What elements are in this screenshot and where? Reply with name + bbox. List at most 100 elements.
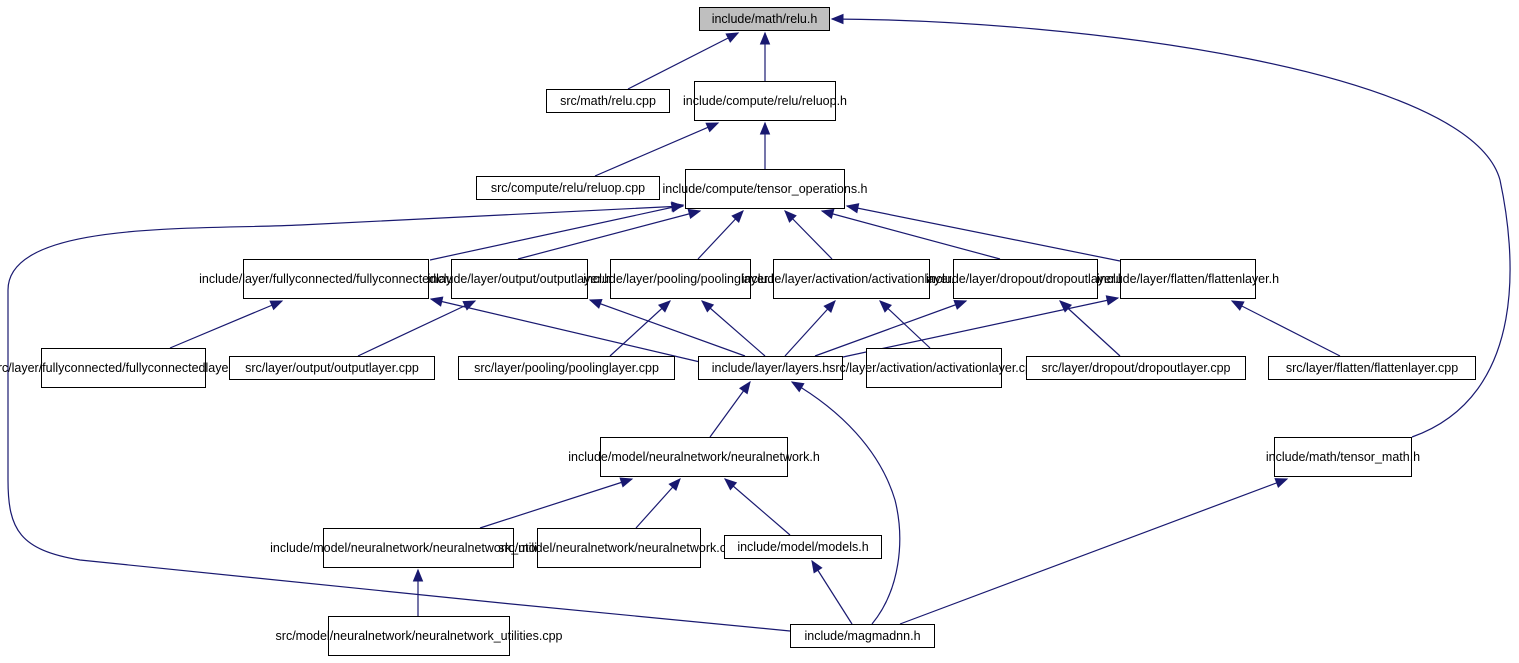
edge-nn_util_h-to-nn_h <box>479 477 634 529</box>
edge-dropout_cpp-to-dropout_h <box>1059 300 1121 357</box>
node-label-line: src/model/neuralnetwork <box>498 540 635 555</box>
edge-line <box>701 300 766 357</box>
node-label-line: include/layer/flatten <box>1096 271 1205 286</box>
node-include-layer-output-h[interactable]: include/layer/output/outputlayer.h <box>428 259 611 299</box>
edge-flatten_h-to-tensor_ops_h <box>845 203 1121 262</box>
node-src-compute-relu-reluop-cpp[interactable]: src/compute/relu/reluop.cpp <box>476 176 660 200</box>
node-include-layer-layers-h[interactable]: include/layer/layers.h <box>698 356 843 380</box>
edge-arrowhead <box>738 380 751 395</box>
edge-line <box>7 205 791 632</box>
node-include-layer-fullyconnected-h[interactable]: include/layer/fullyconnected/fullyconnec… <box>199 259 473 299</box>
edge-magmadnn_h-to-models_h <box>811 559 853 625</box>
edge-line <box>517 210 701 260</box>
edge-arrowhead <box>412 568 424 582</box>
edge-arrowhead <box>820 208 835 220</box>
node-label-line: include/layer/pooling <box>583 271 698 286</box>
edge-arrowhead <box>953 300 968 310</box>
node-src-layer-output-cpp[interactable]: src/layer/output/outputlayer.cpp <box>229 356 435 380</box>
edge-arrowhead <box>462 300 477 311</box>
node-label-line: src/layer/pooling/poolinglayer.cpp <box>474 360 659 375</box>
edge-arrowhead <box>701 300 715 313</box>
node-label-line: include/layer/fullyconnected <box>199 271 353 286</box>
node-label-line: /outputlayer.h <box>536 271 612 286</box>
node-label-line: include/model/neuralnetwork <box>270 540 430 555</box>
edge-pooling_cpp-to-pooling_h <box>609 300 671 357</box>
node-include-model-models-h[interactable]: include/model/models.h <box>724 535 882 559</box>
edge-reluop_h-to-relu_h <box>759 31 771 81</box>
edge-line <box>831 18 1511 438</box>
edge-arrowhead <box>588 298 603 309</box>
node-include-model-neuralnetwork-h[interactable]: include/model/neuralnetwork/neuralnetwor… <box>568 437 820 477</box>
edge-line <box>430 298 701 363</box>
edge-line <box>609 300 671 357</box>
node-label-line: _operations.h <box>791 181 868 196</box>
node-label-line: src/layer/flatten/flattenlayer.cpp <box>1285 360 1459 375</box>
edge-arrowhead <box>731 210 744 223</box>
edge-nn_cpp-to-nn_h <box>635 478 681 529</box>
node-src-model-neuralnetwork-utilities-cpp[interactable]: src/model/neuralnetwork/neuralnetwork_ut… <box>276 616 562 656</box>
node-include-compute-tensor-operations-h[interactable]: include/compute/tensor_operations.h <box>663 169 868 209</box>
node-label-line: include/layer/output <box>427 271 537 286</box>
node-label-line: /fullyconnectedlayer.h <box>352 271 473 286</box>
node-label-line: /neuralnetwork_utilities.cpp <box>411 628 563 643</box>
node-src-layer-fullyconnected-cpp[interactable]: src/layer/fullyconnected/fullyconnectedl… <box>0 348 256 388</box>
node-src-math-relu-cpp[interactable]: src/math/relu.cpp <box>546 89 670 113</box>
edge-line <box>1231 300 1341 357</box>
node-src-layer-dropout-cpp[interactable]: src/layer/dropout/dropoutlayer.cpp <box>1026 356 1246 380</box>
node-label-line: include/compute/relu <box>683 93 799 108</box>
edge-line <box>724 478 791 536</box>
edge-arrowhead <box>879 300 892 313</box>
edge-arrowhead <box>705 122 720 133</box>
edge-arrowhead <box>429 296 444 307</box>
node-label-line: /activationlayer.h <box>868 271 962 286</box>
edge-line <box>846 205 1121 262</box>
edge-arrowhead <box>1105 295 1120 306</box>
edge-reluop_cpp-to-reluop_h <box>594 122 720 177</box>
edge-models_h-to-nn_h <box>723 478 791 536</box>
edge-fc_cpp-to-fc_h <box>169 300 284 349</box>
edge-line <box>594 122 719 177</box>
edge-layers_h-to-fc_h <box>429 296 701 363</box>
node-include-model-neuralnetwork-utilities-h[interactable]: include/model/neuralnetwork/neuralnetwor… <box>270 528 567 568</box>
edge-pooling_h-to-tensor_ops_h <box>697 210 744 260</box>
node-include-compute-relu-reluop-h[interactable]: include/compute/relu/reluop.h <box>683 81 847 121</box>
node-label-line: include/compute/tensor <box>662 181 792 196</box>
edge-arrowhead <box>759 31 771 45</box>
edge-activation_h-to-tensor_ops_h <box>784 210 833 260</box>
edge-arrowhead <box>759 121 771 135</box>
edge-arrowhead <box>790 381 805 393</box>
node-label-line: include/math/tensor <box>1265 449 1375 464</box>
edge-line <box>429 204 684 261</box>
edge-layers_h-to-dropout_h <box>814 300 968 357</box>
edge-arrowhead <box>725 32 740 43</box>
edge-arrowhead <box>269 300 284 311</box>
node-src-layer-activation-cpp[interactable]: src/layer/activation/activationlayer.cpp <box>829 348 1039 388</box>
node-label-line: include/magmadnn.h <box>804 628 921 643</box>
node-label-line: include/layer/dropout <box>926 271 1043 286</box>
node-label-line: include/model/models.h <box>737 539 869 554</box>
edge-arrowhead <box>784 210 797 223</box>
edge-arrowhead <box>687 208 702 220</box>
node-include-layer-pooling-h[interactable]: include/layer/pooling/poolinglayer.h <box>583 259 778 299</box>
edge-arrowhead <box>845 203 860 214</box>
edge-magmadnn_h-to-tensor_math_h <box>899 478 1289 625</box>
node-include-layer-activation-h[interactable]: include/layer/activation/activationlayer… <box>742 259 961 299</box>
node-label-line: /dropoutlayer.h <box>1042 271 1125 286</box>
node-src-layer-flatten-cpp[interactable]: src/layer/flatten/flattenlayer.cpp <box>1268 356 1476 380</box>
edge-dropout_h-to-tensor_ops_h <box>820 208 1001 260</box>
node-include-math-tensor-math-h[interactable]: include/math/tensor_math.h <box>1266 437 1420 477</box>
node-include-layer-flatten-h[interactable]: include/layer/flatten/flattenlayer.h <box>1097 259 1279 299</box>
node-label-line: src/layer/fullyconnected <box>0 360 123 375</box>
edge-layers_h-to-output_h <box>588 298 746 357</box>
node-include-magmadnn-h[interactable]: include/magmadnn.h <box>790 624 935 648</box>
node-label-line: /fullyconnectedlayer.cpp <box>122 360 256 375</box>
edge-nn_h-to-layers_h <box>709 380 751 438</box>
node-src-layer-pooling-cpp[interactable]: src/layer/pooling/poolinglayer.cpp <box>458 356 675 380</box>
node-include-layer-dropout-h[interactable]: include/layer/dropout/dropoutlayer.h <box>926 259 1125 299</box>
edge-flatten_cpp-to-flatten_h <box>1230 300 1341 357</box>
edge-fc_h-to-tensor_ops_h <box>429 202 685 261</box>
node-label-line: src/layer/dropout/dropoutlayer.cpp <box>1041 360 1231 375</box>
node-label-line: src/model/neuralnetwork <box>275 628 412 643</box>
node-src-model-neuralnetwork-cpp[interactable]: src/model/neuralnetwork/neuralnetwork.cp… <box>498 528 740 568</box>
